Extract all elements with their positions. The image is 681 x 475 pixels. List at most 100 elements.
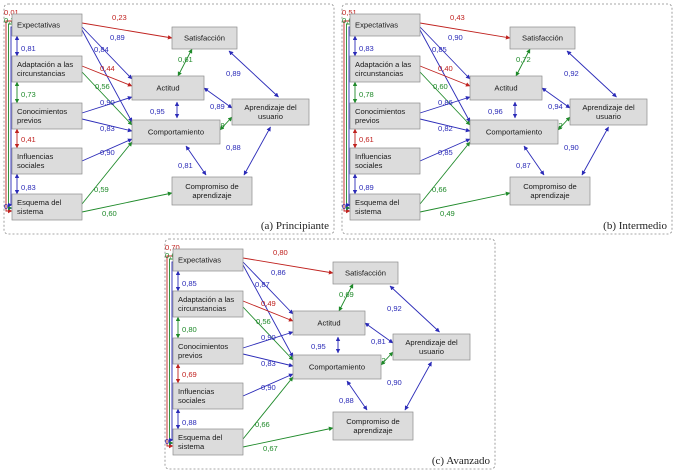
node-label-compromiso: Compromiso de: [523, 182, 577, 191]
node-label-esquema: sistema: [17, 207, 44, 216]
edge-exp-act: [81, 26, 133, 80]
node-label-comportamiento: Comportamiento: [309, 363, 365, 372]
panel-caption: (c) Avanzado: [432, 455, 491, 467]
coefficient-l-exp-ada: 0,81: [21, 44, 36, 53]
node-satisfaccion: [332, 261, 399, 285]
coefficient-ada-act: 0,40: [438, 64, 453, 73]
node-label-aprendizaje: Aprendizaje del: [244, 103, 297, 112]
node-conocimientos: [349, 102, 421, 130]
edge-sat-act: [338, 283, 354, 312]
coefficient-con-act: 0,86: [438, 98, 453, 107]
coefficient-exp-act: 0,84: [94, 45, 109, 54]
coefficient-exp-comp: 0,86: [271, 268, 286, 277]
edge-comp-apr: [219, 116, 233, 131]
node-label-actitud: Actitud: [317, 319, 340, 328]
node-label-expectativas: Expectativas: [17, 21, 60, 30]
coefficient-act-apr: 0,81: [371, 337, 386, 346]
node-esquema: [172, 428, 244, 456]
bracket-middle: [168, 258, 174, 446]
edge-compro-apr: [581, 126, 609, 176]
coefficient-con-comp: 0,83: [261, 359, 276, 368]
node-comportamiento: [292, 354, 382, 380]
edge-ada-act: [81, 65, 133, 87]
coefficient-ada-comp: 0,60: [433, 82, 448, 91]
node-conocimientos: [11, 102, 83, 130]
coefficient-compro-apr: 0,90: [564, 143, 579, 152]
coefficient-l-inf-esq: 0,88: [182, 418, 197, 427]
edge-exp-act: [242, 261, 294, 315]
node-label-satisfaccion: Satisfacción: [522, 34, 563, 43]
coefficient-esq-comp: 0,66: [255, 420, 270, 429]
coefficient-l-ada-con: 0,78: [359, 90, 374, 99]
edge-con-act: [419, 96, 471, 114]
node-label-comportamiento: Comportamiento: [486, 128, 542, 137]
node-adaptacion: [11, 55, 83, 83]
node-label-adaptacion: Adaptación a las: [355, 60, 411, 69]
coefficient-bar1: 0,70: [165, 243, 180, 252]
node-compromiso: [171, 176, 253, 206]
node-esquema: [11, 193, 83, 221]
coefficient-l-con-inf: 0,41: [21, 135, 36, 144]
panel-avanzado: 0,700,650,850,800,690,880,730,800,870,86…: [164, 238, 496, 470]
coefficient-esq-compro: 0,60: [102, 209, 117, 218]
node-label-compromiso: Compromiso de: [185, 182, 239, 191]
node-label-adaptacion: circunstancias: [355, 69, 403, 78]
coefficient-l-ada-con: 0,73: [21, 90, 36, 99]
node-aprendizaje: [231, 98, 310, 126]
node-label-aprendizaje: usuario: [419, 347, 444, 356]
coefficient-ada-comp: 0,56: [256, 317, 271, 326]
coefficient-esq-compro: 0,49: [440, 209, 455, 218]
coefficient-bar1: 0,01: [4, 8, 19, 17]
node-label-adaptacion: circunstancias: [17, 69, 65, 78]
edge-exp-act: [419, 26, 471, 80]
coefficient-esq-comp: 0,66: [432, 185, 447, 194]
coefficient-l-exp-ada: 0,83: [359, 44, 374, 53]
coefficient-act-apr: 0,94: [548, 102, 563, 111]
coefficient-inf-comp: 0,90: [261, 383, 276, 392]
node-actitud: [292, 310, 366, 336]
node-label-conocimientos: Conocimientos: [17, 107, 67, 116]
coefficient-comp-compro: 0,88: [339, 396, 354, 405]
coefficient-esq-comp: 0,59: [94, 185, 109, 194]
edge-esq-compro: [242, 426, 334, 448]
panel-frame: [164, 238, 496, 470]
edge-ada-comp: [81, 71, 133, 126]
coefficient-ada-act: 0,49: [261, 299, 276, 308]
node-adaptacion: [349, 55, 421, 83]
coefficient-compro-apr: 0,90: [387, 378, 402, 387]
coefficient-l-inf-esq: 0,83: [21, 183, 36, 192]
node-comportamiento: [469, 119, 559, 145]
edge-esq-comp: [419, 141, 471, 205]
node-label-aprendizaje: usuario: [258, 112, 283, 121]
node-adaptacion: [172, 290, 244, 318]
edge-exp-sat: [419, 22, 511, 40]
edge-ada-act: [419, 65, 471, 87]
node-conocimientos: [172, 337, 244, 365]
bracket-outer: [166, 255, 174, 449]
coefficient-inf-comp: 0,90: [100, 148, 115, 157]
coefficient-sat-apr: 0,92: [564, 69, 579, 78]
node-satisfaccion: [509, 26, 576, 50]
edge-compro-apr: [243, 126, 271, 176]
coefficient-exp-act: 0,87: [255, 280, 270, 289]
node-label-esquema: Esquema del: [17, 198, 62, 207]
node-actitud: [131, 75, 205, 101]
node-label-esquema: sistema: [355, 207, 382, 216]
coefficient-ada-act: 0,44: [100, 64, 115, 73]
coefficient-inf-comp: 0,85: [438, 148, 453, 157]
edge-sat-apr: [228, 50, 279, 98]
coefficient-con-comp: 0,83: [100, 124, 115, 133]
node-label-influencias: Influencias: [355, 152, 392, 161]
edge-esq-compro: [419, 191, 511, 213]
node-label-adaptacion: Adaptación a las: [178, 295, 234, 304]
coefficient-act-apr: 0,89: [210, 102, 225, 111]
coefficient-exp-sat: 0,80: [273, 248, 288, 257]
node-label-conocimientos: Conocimientos: [355, 107, 405, 116]
coefficient-exp-comp: 0,90: [448, 33, 463, 42]
node-comportamiento: [131, 119, 221, 145]
coefficient-exp-sat: 0,23: [112, 13, 127, 22]
node-label-expectativas: Expectativas: [355, 21, 398, 30]
edge-con-comp: [81, 118, 133, 133]
node-label-esquema: sistema: [178, 442, 205, 451]
node-expectativas: [172, 248, 244, 272]
